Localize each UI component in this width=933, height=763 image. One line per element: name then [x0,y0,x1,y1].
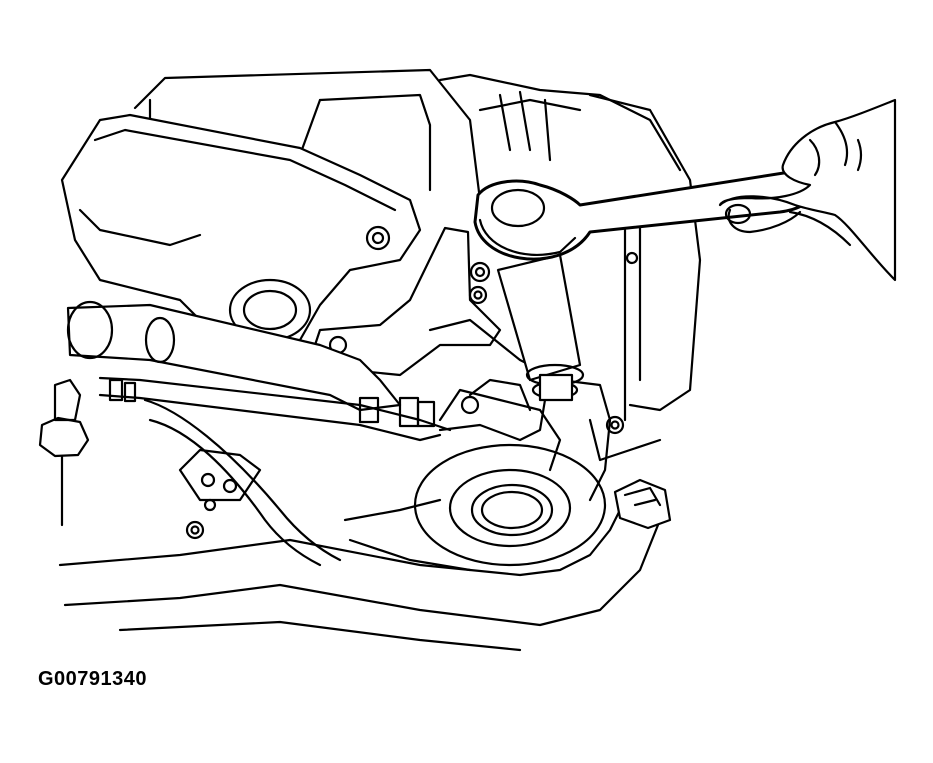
ratchet-wrench [473,170,815,261]
left-bolt [38,378,90,527]
pipe-clamp [613,478,672,530]
crank-pulley [343,443,607,572]
lower-housing [428,318,625,502]
coolant-hose [143,398,342,567]
mechanic-hand [718,98,897,282]
figure-id-label: G00791340 [38,668,148,690]
side-panel [588,93,702,462]
socket-extension [496,253,585,402]
fuel-pipe [66,300,547,442]
subframe [58,448,667,652]
